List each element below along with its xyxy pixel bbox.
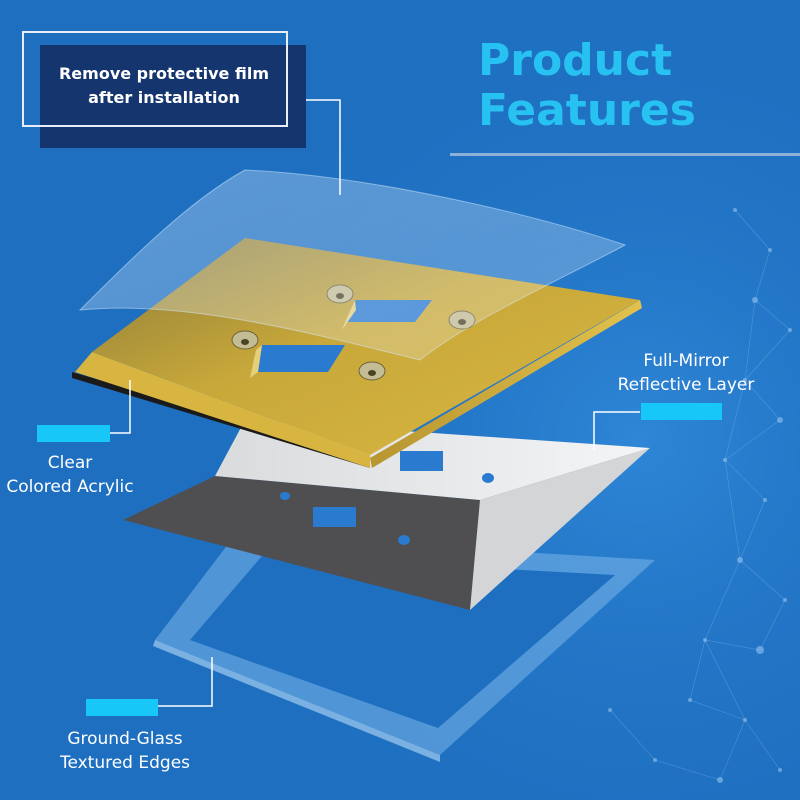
glass-tag: [86, 699, 158, 716]
title-line-2: Features: [478, 85, 696, 136]
page-title: Product Features: [478, 36, 778, 136]
glass-frame-layer: [153, 535, 655, 762]
mirror-label-line-2: Reflective Layer: [617, 375, 755, 395]
acrylic-label-line-1: Clear: [47, 453, 93, 473]
acrylic-tag: [37, 425, 110, 442]
network-lines: [609, 209, 791, 781]
acrylic-label: Clear Colored Acrylic: [0, 451, 140, 499]
title-line-1: Product: [478, 35, 673, 86]
network-pattern: [608, 208, 792, 783]
callout-line-2: after installation: [88, 88, 240, 107]
title-underline: [450, 153, 800, 156]
mirror-tag: [641, 403, 722, 420]
protective-film-layer: [78, 169, 627, 361]
mirror-label-line-1: Full-Mirror: [643, 351, 729, 371]
acrylic-label-line-2: Colored Acrylic: [6, 477, 134, 497]
callout-frame: [22, 31, 288, 127]
glass-label: Ground-Glass Textured Edges: [50, 727, 200, 775]
callout-box: [40, 45, 306, 148]
callout-line-1: Remove protective film: [58, 64, 269, 83]
mirror-label: Full-Mirror Reflective Layer: [606, 349, 766, 397]
glass-label-line-2: Textured Edges: [59, 753, 191, 773]
glass-label-line-1: Ground-Glass: [67, 729, 183, 749]
callout-text: Remove protective film after installatio…: [40, 62, 288, 110]
